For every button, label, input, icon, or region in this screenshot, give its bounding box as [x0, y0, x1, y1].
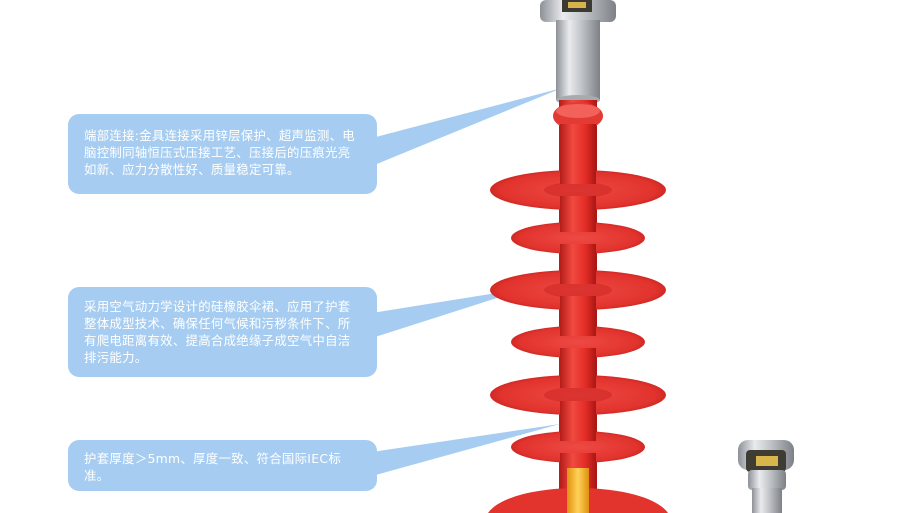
end-fitting-thumbnail	[738, 440, 794, 513]
callout-end-connection: 端部连接:金具连接采用锌层保护、超声监测、电脑控制同轴恒压式压接工艺、压接后的压…	[68, 114, 377, 194]
callout-pointer	[372, 424, 560, 476]
silicone-housing	[488, 100, 668, 513]
callout-text: 护套厚度＞5mm、厚度一致、符合国际IEC标准。	[84, 451, 342, 483]
shed	[511, 222, 645, 254]
callout-text: 采用空气动力学设计的硅橡胶伞裙、应用了护套整体成型技术、确保任何气候和污秽条件下…	[84, 299, 351, 365]
shed	[511, 326, 645, 358]
callout-sheath-thickness: 护套厚度＞5mm、厚度一致、符合国际IEC标准。	[68, 440, 377, 491]
callout-pointer	[372, 288, 528, 338]
shed	[511, 431, 645, 463]
callout-pointer	[372, 88, 562, 166]
fiberglass-core	[567, 468, 589, 513]
metal-end-fitting	[540, 0, 616, 105]
callout-shed-design: 采用空气动力学设计的硅橡胶伞裙、应用了护套整体成型技术、确保任何气候和污秽条件下…	[68, 287, 377, 377]
callout-text: 端部连接:金具连接采用锌层保护、超声监测、电脑控制同轴恒压式压接工艺、压接后的压…	[84, 128, 355, 177]
